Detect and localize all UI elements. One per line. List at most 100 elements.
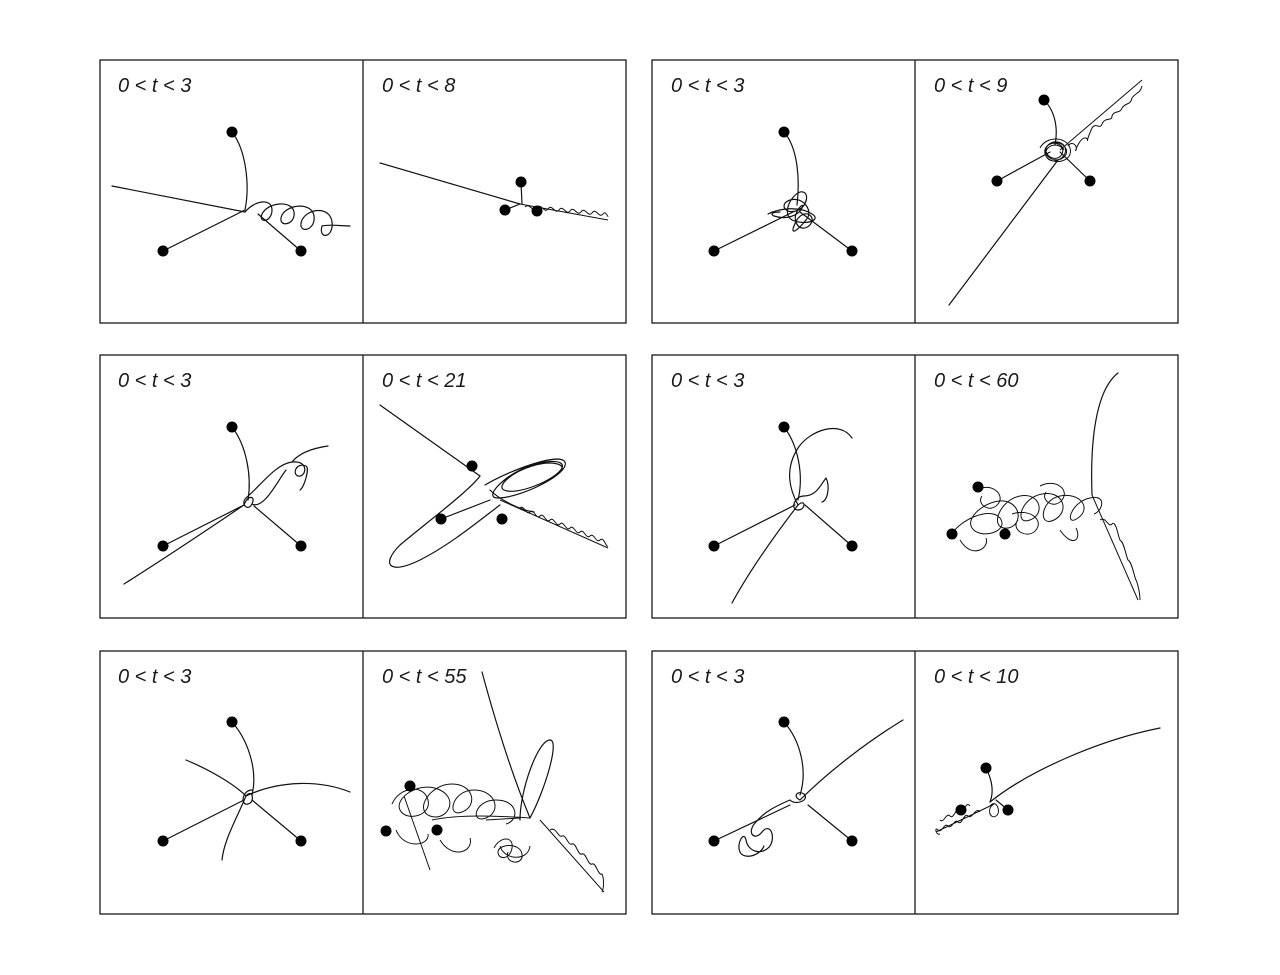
panel-long-time: 0 < t < 55	[380, 666, 605, 893]
trajectory-body-top	[231, 426, 250, 501]
trajectory-tangle	[391, 783, 531, 871]
panel-long-time: 0 < t < 21	[379, 370, 609, 568]
point-mass-icon	[946, 528, 958, 540]
point-mass-icon	[157, 245, 169, 257]
point-mass-icon	[295, 835, 307, 847]
trajectory-spiral-down	[1091, 494, 1141, 601]
point-mass-icon	[980, 762, 992, 774]
point-mass-icon	[496, 513, 508, 525]
trajectory-tangle	[1039, 138, 1071, 163]
trajectory-escape-down	[948, 159, 1059, 306]
trajectory-body-right	[799, 211, 853, 252]
trajectory-body-left	[162, 209, 246, 252]
trajectory-escape-left	[111, 185, 246, 213]
time-range-label: 0 < t < 8	[382, 75, 455, 97]
panel-short-time: 0 < t < 3	[671, 75, 858, 257]
time-range-label: 0 < t < 9	[934, 75, 1007, 97]
point-mass-icon	[955, 804, 967, 816]
trajectory-flower	[493, 838, 523, 863]
trajectory-body-right	[807, 804, 853, 842]
trajectory-body-right	[804, 504, 853, 547]
trajectory-body-left	[996, 151, 1051, 182]
time-range-label: 0 < t < 3	[118, 370, 191, 392]
point-mass-icon	[380, 825, 392, 837]
trajectory-spiral-right	[244, 201, 351, 236]
trajectory-big-loop	[519, 739, 554, 821]
trajectory-loop	[738, 792, 806, 857]
point-mass-icon	[708, 540, 720, 552]
point-mass-icon	[778, 126, 790, 138]
point-mass-icon	[226, 421, 238, 433]
panel-group-2: 0 < t < 3 0 < t < 9	[651, 59, 1179, 324]
point-mass-icon	[295, 245, 307, 257]
point-mass-icon	[435, 513, 447, 525]
trajectory-body-left	[713, 211, 794, 252]
time-range-label: 0 < t < 21	[382, 370, 467, 392]
point-mass-icon	[846, 540, 858, 552]
point-mass-icon	[846, 835, 858, 847]
trajectory-body-left	[713, 504, 796, 547]
time-range-label: 0 < t < 60	[934, 370, 1019, 392]
point-mass-icon	[157, 540, 169, 552]
trajectory-body-left	[162, 504, 245, 547]
trajectory-tangle	[767, 191, 816, 232]
panel-short-time: 0 < t < 3	[111, 75, 351, 257]
point-mass-icon	[778, 421, 790, 433]
trajectory-body-left	[162, 799, 245, 842]
panel-short-time: 0 < t < 3	[118, 666, 351, 861]
trajectory-body-top	[231, 131, 248, 211]
trajectory-escape-upright	[799, 719, 904, 801]
trajectory-curve-right	[245, 782, 351, 797]
panel-group-4: 0 < t < 3 0 < t < 60	[651, 354, 1179, 619]
panel-short-time: 0 < t < 3	[671, 666, 904, 857]
trajectory-curve-left	[185, 759, 247, 797]
trajectory-elliptic-orbits	[484, 458, 566, 513]
panel-long-time: 0 < t < 8	[379, 75, 609, 221]
point-mass-icon	[431, 824, 443, 836]
trajectory-spiral-right	[499, 499, 609, 549]
trajectory-escape-left	[379, 404, 481, 477]
trajectory-spiral-left	[935, 803, 999, 835]
time-range-label: 0 < t < 3	[671, 370, 744, 392]
point-mass-icon	[499, 204, 511, 216]
point-mass-icon	[1084, 175, 1096, 187]
time-range-label: 0 < t < 55	[382, 666, 467, 688]
point-mass-icon	[404, 780, 416, 792]
trajectory-body-top	[783, 721, 804, 796]
trajectory-body-top	[1043, 99, 1057, 146]
point-mass-icon	[157, 835, 169, 847]
trajectory-body-top	[231, 721, 255, 796]
point-mass-icon	[466, 460, 478, 472]
trajectory-body-right	[257, 213, 302, 252]
trajectory-escape-left	[123, 504, 245, 585]
trajectory-escape-upright	[989, 727, 1161, 803]
point-mass-icon	[708, 245, 720, 257]
trajectory-big-loop	[389, 475, 501, 568]
point-mass-icon	[846, 245, 858, 257]
point-mass-icon	[708, 835, 720, 847]
time-range-label: 0 < t < 3	[671, 75, 744, 97]
time-range-label: 0 < t < 3	[671, 666, 744, 688]
point-mass-icon	[295, 540, 307, 552]
trajectory-loop	[242, 789, 254, 805]
point-mass-icon	[972, 481, 984, 493]
trajectory-spiral-up	[1059, 79, 1143, 152]
point-mass-icon	[226, 716, 238, 728]
panel-group-6: 0 < t < 3 0 < t < 10	[651, 650, 1179, 915]
trajectory-body-top	[783, 131, 799, 206]
time-range-label: 0 < t < 3	[118, 666, 191, 688]
trajectory-tangle	[951, 482, 1103, 552]
time-range-label: 0 < t < 10	[934, 666, 1019, 688]
panel-group-3: 0 < t < 3 0 < t < 21	[99, 354, 627, 619]
trajectory-body-right	[251, 799, 302, 842]
point-mass-icon	[778, 716, 790, 728]
trajectory-escape-up	[1091, 372, 1119, 496]
panel-long-time: 0 < t < 60	[934, 370, 1141, 601]
trajectory-body-left	[440, 499, 491, 520]
point-mass-icon	[1038, 94, 1050, 106]
point-mass-icon	[226, 126, 238, 138]
panel-group-1: 0 < t < 3 0 < t < 8	[99, 59, 627, 324]
trajectory-loop	[243, 445, 329, 508]
point-mass-icon	[515, 176, 527, 188]
